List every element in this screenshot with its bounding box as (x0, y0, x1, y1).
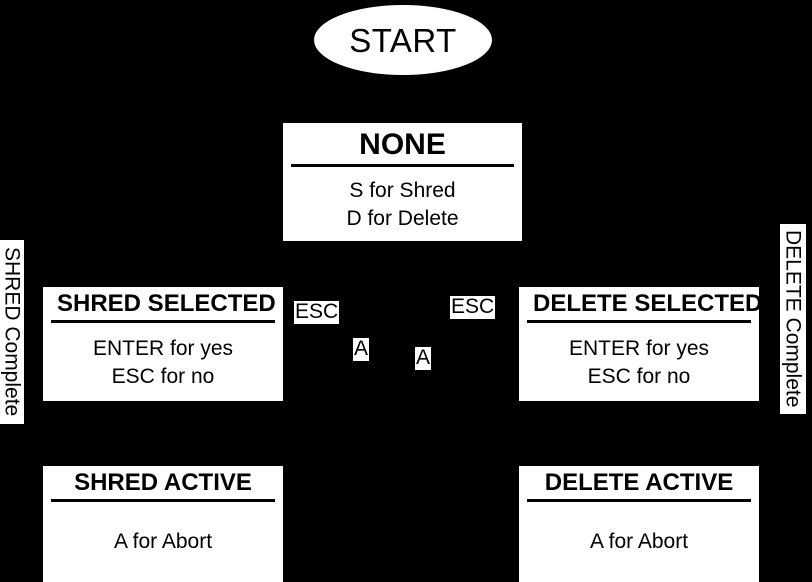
edge-label-delete-complete: DELETE Complete (780, 224, 806, 414)
edge-label-esc-shred-selected: ESC (294, 300, 340, 324)
start-label: START (349, 21, 457, 59)
state-title-delete-active: DELETE ACTIVE (527, 466, 751, 503)
state-body-delete-selected: ENTER for yes ESC for no (519, 323, 759, 401)
state-body-none: S for Shred D for Delete (283, 167, 522, 241)
state-node-start[interactable]: START (314, 5, 492, 75)
state-body-shred-selected-line1: ENTER for yes (92, 337, 234, 361)
edge-label-abort-delete-active: A (415, 346, 432, 370)
state-node-none[interactable]: NONE S for Shred D for Delete (283, 123, 522, 241)
state-body-shred-active: A for Abort (43, 502, 283, 582)
state-node-shred-selected[interactable]: SHRED SELECTED ENTER for yes ESC for no (43, 287, 283, 401)
state-node-delete-active[interactable]: DELETE ACTIVE A for Abort (519, 466, 759, 582)
state-node-delete-selected[interactable]: DELETE SELECTED ENTER for yes ESC for no (519, 287, 762, 401)
edge-label-esc-delete-selected: ESC (450, 295, 496, 319)
state-body-delete-selected-line1: ENTER for yes (568, 337, 710, 361)
state-body-delete-active: A for Abort (519, 502, 759, 582)
state-title-shred-selected: SHRED SELECTED (51, 287, 276, 324)
state-body-none-line2: D for Delete (346, 207, 459, 231)
state-node-shred-active[interactable]: SHRED ACTIVE A for Abort (43, 466, 283, 582)
state-body-none-line1: S for Shred (349, 179, 456, 203)
state-body-delete-active-line1: A for Abort (589, 530, 689, 554)
state-body-delete-selected-line2: ESC for no (587, 365, 691, 389)
state-body-shred-active-line1: A for Abort (113, 530, 213, 554)
state-title-shred-active: SHRED ACTIVE (51, 466, 275, 503)
state-body-shred-selected: ENTER for yes ESC for no (43, 323, 283, 401)
state-title-delete-selected: DELETE SELECTED (527, 287, 762, 324)
edge-label-abort-shred-active: A (353, 337, 370, 361)
edge-label-shred-complete: SHRED Complete (0, 240, 24, 424)
state-title-none: NONE (291, 123, 514, 168)
state-body-shred-selected-line2: ESC for no (111, 365, 215, 389)
